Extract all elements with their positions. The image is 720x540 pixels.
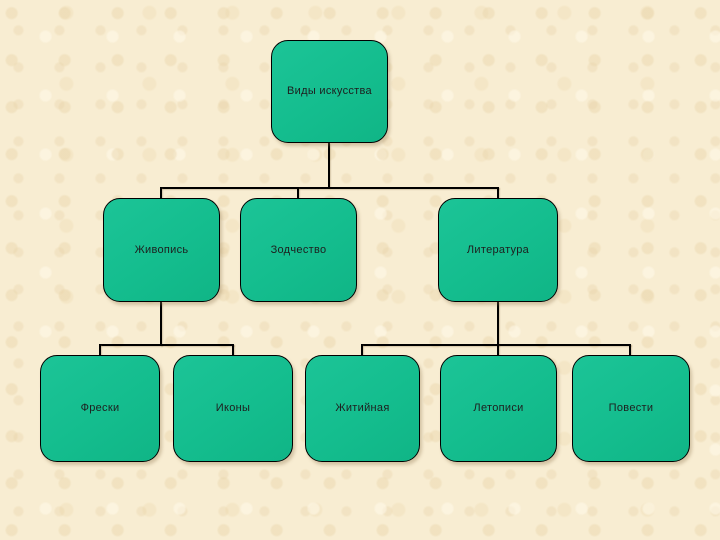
node-label: Зодчество xyxy=(270,243,327,256)
connector-zhivopis-children-horizontal xyxy=(99,344,234,346)
connector-zhivopis-vertical xyxy=(160,302,162,346)
connector-drop-zodchestvo xyxy=(297,187,299,199)
node-label: Иконы xyxy=(215,402,251,415)
connector-drop-ikony xyxy=(232,344,234,356)
node-povesti: Повести xyxy=(572,355,690,462)
node-letopisi: Летописи xyxy=(440,355,557,462)
node-ikony: Иконы xyxy=(173,355,293,462)
connector-drop-zhivopis xyxy=(160,187,162,199)
node-label: Фрески xyxy=(80,402,120,415)
connector-drop-freski xyxy=(99,344,101,356)
node-label: Литература xyxy=(466,243,530,256)
connector-drop-zhitiynaya xyxy=(361,344,363,356)
node-freski: Фрески xyxy=(40,355,160,462)
connector-drop-letopisi xyxy=(497,344,499,356)
node-vidy-iskusstva: Виды искусства xyxy=(271,40,388,143)
node-label: Житийная xyxy=(335,402,390,415)
node-label: Летописи xyxy=(473,402,524,415)
connector-root-vertical xyxy=(328,143,330,188)
node-label: Виды искусства xyxy=(287,85,372,98)
connector-literatura-children-horizontal xyxy=(361,344,631,346)
node-literatura: Литература xyxy=(438,198,558,302)
connector-drop-literatura xyxy=(497,187,499,199)
node-zhitiynaya: Житийная xyxy=(305,355,420,462)
connector-drop-povesti xyxy=(629,344,631,356)
connector-level2-horizontal xyxy=(161,187,499,189)
node-label: Повести xyxy=(608,402,654,415)
node-zodchestvo: Зодчество xyxy=(240,198,357,302)
node-zhivopis: Живопись xyxy=(103,198,220,302)
node-label: Живопись xyxy=(134,243,189,256)
connector-literatura-vertical xyxy=(497,302,499,346)
